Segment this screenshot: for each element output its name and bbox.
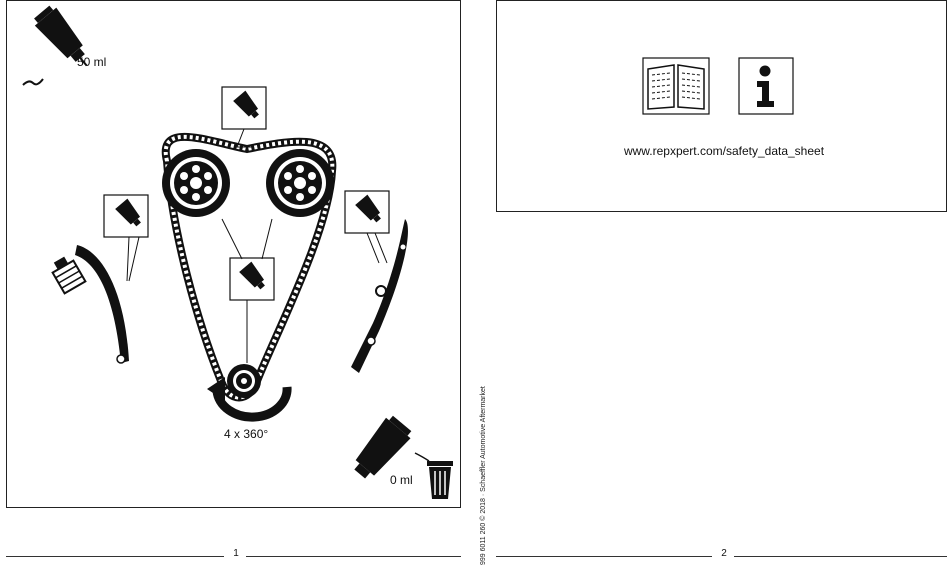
side-credit-text: 999 6011 260 © 2018 · Schaeffler Automot… xyxy=(480,386,487,565)
manual-book-icon xyxy=(642,57,710,115)
page-number: 1 xyxy=(233,548,239,559)
lubricant-callout-left xyxy=(103,194,149,282)
sprocket-icon xyxy=(227,364,261,398)
page-number: 2 xyxy=(721,548,727,559)
lubricant-callout-center xyxy=(221,218,275,363)
sprocket-icon xyxy=(266,149,334,217)
lubricant-tube-icon xyxy=(355,194,381,223)
lubricant-tube-icon xyxy=(233,90,259,119)
instruction-panel-page-1: 50 ml xyxy=(6,0,461,508)
volume-label-50ml: 50 ml xyxy=(77,55,107,69)
lubricant-tube-icon xyxy=(115,198,141,227)
lubricant-tube-icon xyxy=(22,5,88,86)
page-footer-1: 1 xyxy=(6,548,461,562)
chain-guide-icon xyxy=(75,245,129,363)
lubricant-callout-right xyxy=(344,190,390,264)
lubricant-callout-top xyxy=(221,86,267,148)
info-icon xyxy=(738,57,794,115)
safety-data-sheet-link[interactable]: www.repxpert.com/safety_data_sheet xyxy=(623,144,825,158)
trash-bin-icon xyxy=(427,461,453,499)
volume-label-0ml: 0 ml xyxy=(390,473,413,487)
lubricant-tube-icon xyxy=(354,415,412,479)
sprocket-icon xyxy=(162,149,230,217)
safety-info-panel: www.repxpert.com/safety_data_sheet xyxy=(496,0,947,212)
page-footer-2: 2 xyxy=(496,548,947,562)
tensioner-icon xyxy=(51,256,87,295)
lubricant-tube-icon xyxy=(239,261,265,290)
timing-chain-diagram xyxy=(51,86,453,499)
rotation-count-label: 4 x 360° xyxy=(224,427,269,441)
chain-guide-icon xyxy=(351,219,408,373)
rotation-arrow-icon xyxy=(207,377,292,422)
